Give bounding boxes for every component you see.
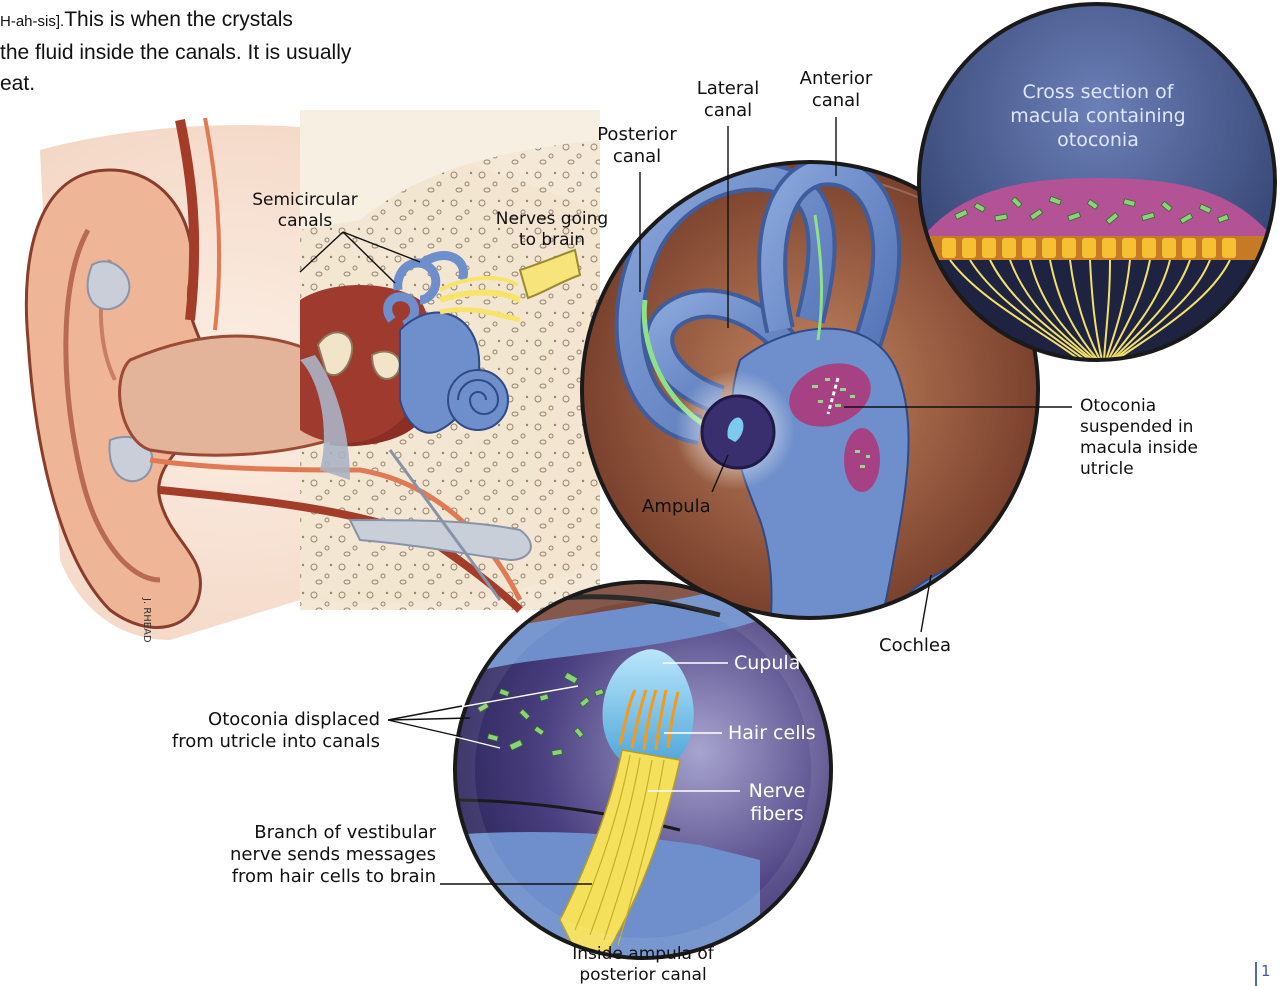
label-semicircular-canals: Semicircular canals [242,190,368,232]
label-line: nerve sends messages [176,844,436,866]
label-line: Anterior [778,68,894,90]
intro-line-2: the fluid inside the canals. It is usual… [0,37,351,68]
label-line: macula containing [978,104,1218,128]
label-line: utricle [1080,459,1198,480]
label-line: Otoconia [1080,396,1198,417]
label-line: Branch of vestibular [176,822,436,844]
label-cupula: Cupula [734,652,800,675]
label-line: fibers [744,803,810,826]
label-inside-ampula: Inside ampula of posterior canal [553,944,733,986]
label-line: macula inside [1080,438,1198,459]
intro-line-3: eat. [0,68,351,99]
label-cross-section: Cross section of macula containing otoco… [978,80,1218,152]
label-line: from hair cells to brain [176,866,436,888]
label-line: to brain [483,230,621,251]
label-line: Lateral [680,78,776,100]
label-line: canals [242,211,368,232]
label-posterior-canal: Posterior canal [582,124,692,168]
intro-line-1: H-ah-sis].This is when the crystals [0,4,351,37]
label-line: suspended in [1080,417,1198,438]
label-line: canal [680,100,776,122]
label-lateral-canal: Lateral canal [680,78,776,122]
label-line: canal [582,146,692,168]
label-cochlea: Cochlea [879,635,951,657]
illustrator-signature: J. RHEAD [141,598,152,643]
label-nerves-going-to-brain: Nerves going to brain [483,209,621,251]
label-branch-vestibular: Branch of vestibular nerve sends message… [176,822,436,888]
page-number: 1 [1255,962,1282,986]
label-line: Posterior [582,124,692,146]
label-line: Nerves going [483,209,621,230]
label-line: Nerve [744,780,810,803]
label-hair-cells: Hair cells [728,722,816,745]
label-ampula: Ampula [642,496,711,518]
label-anterior-canal: Anterior canal [778,68,894,112]
label-otoconia-suspended: Otoconia suspended in macula inside utri… [1080,396,1198,480]
label-line: Semicircular [242,190,368,211]
intro-line-1-text: This is when the crystals [64,8,293,31]
label-nerve-fibers: Nerve fibers [744,780,810,826]
label-line: otoconia [978,128,1218,152]
pronunciation: H-ah-sis]. [0,13,64,30]
label-line: Inside ampula of [553,944,733,965]
label-line: from utricle into canals [118,731,380,753]
label-line: posterior canal [553,965,733,986]
label-otoconia-displaced: Otoconia displaced from utricle into can… [118,709,380,753]
label-line: canal [778,90,894,112]
ampula-detail [388,560,831,980]
label-line: Otoconia displaced [118,709,380,731]
label-line: Cross section of [978,80,1218,104]
intro-text: H-ah-sis].This is when the crystals the … [0,4,351,99]
